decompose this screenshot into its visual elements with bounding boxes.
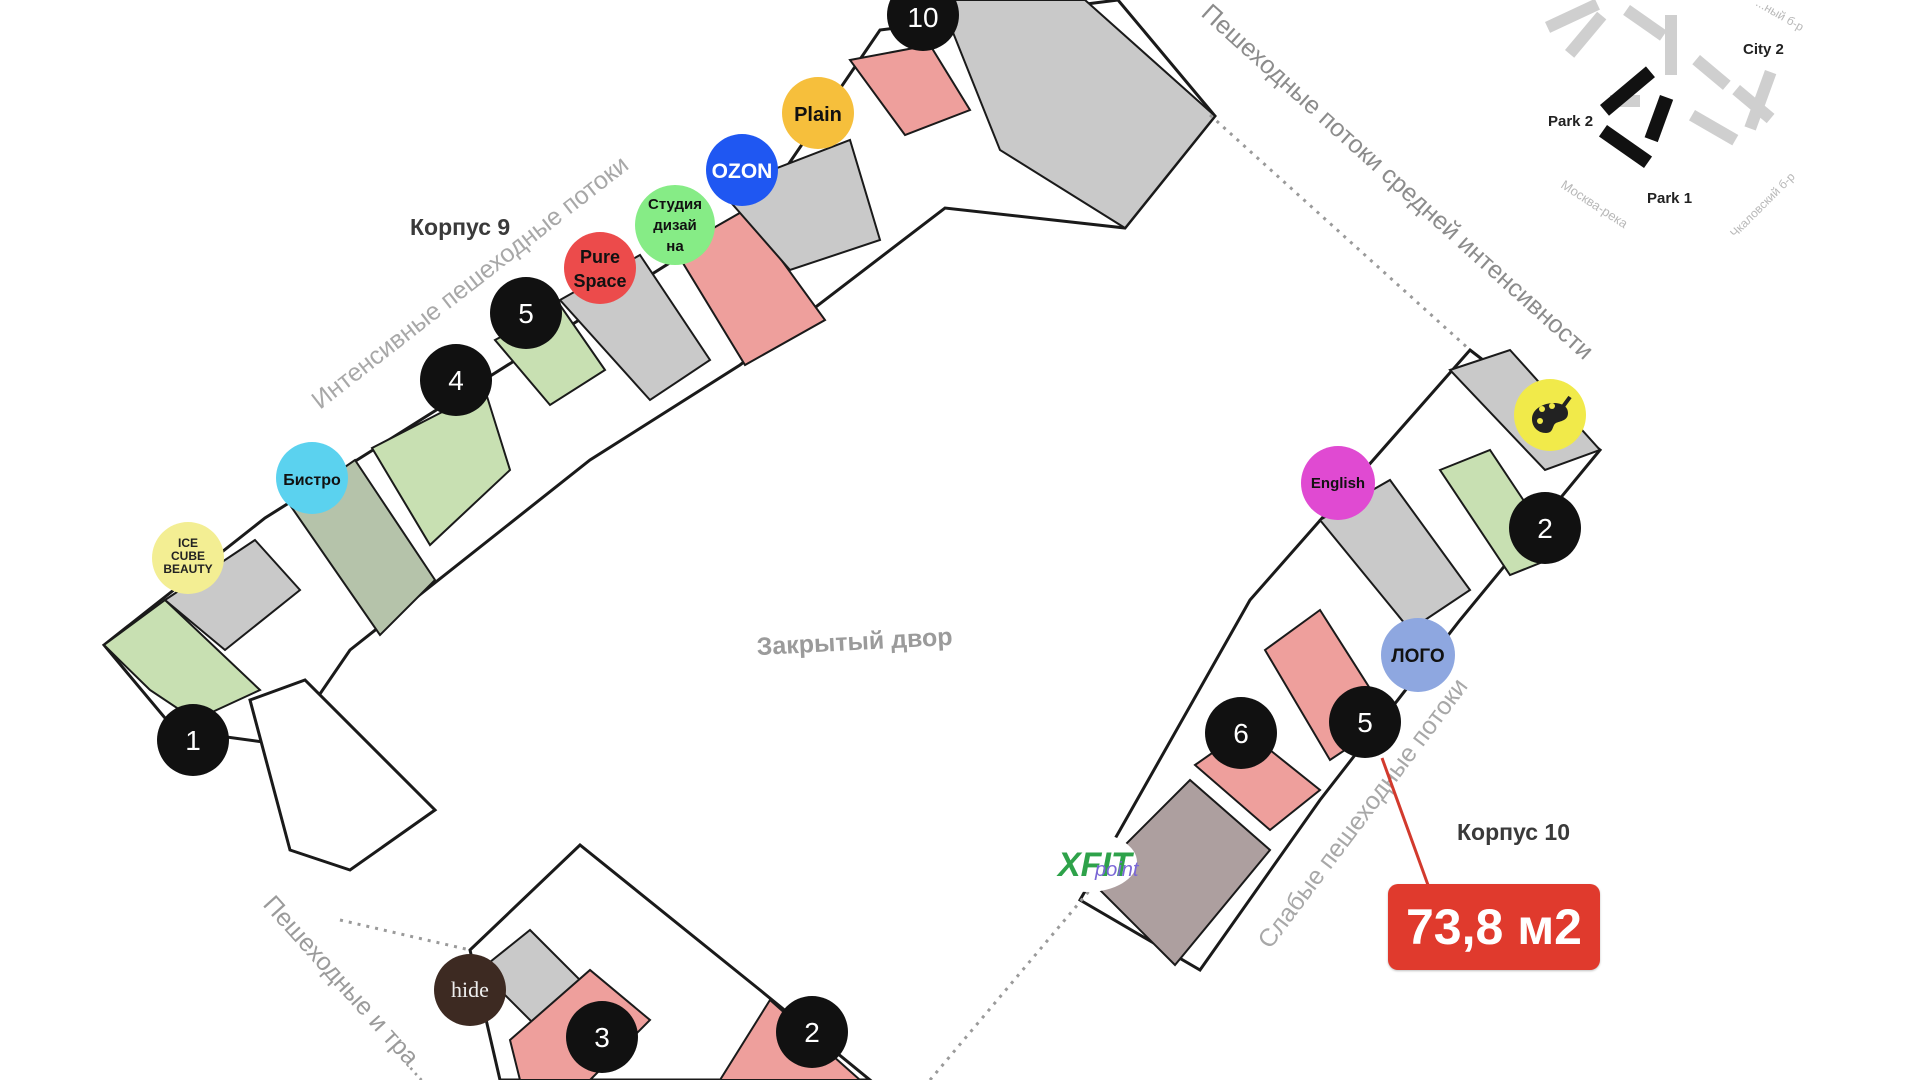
svg-text:XFIT: XFIT (1056, 846, 1135, 884)
svg-text:OZON: OZON (712, 160, 773, 183)
svg-text:Space: Space (573, 271, 626, 291)
svg-text:ЛОГО: ЛОГО (1391, 646, 1444, 667)
minimap-label-chkalovsky: Чкаловский б-р (1727, 169, 1798, 240)
svg-text:5: 5 (518, 298, 534, 329)
minimap-label-city2: City 2 (1743, 41, 1784, 58)
tenant-hide[interactable]: hide (434, 954, 506, 1026)
svg-text:5: 5 (1357, 707, 1373, 738)
tenant-logo[interactable]: ЛОГО (1381, 618, 1455, 692)
flow-medium-label: Пешеходные потоки средней интенсивности (1196, 0, 1599, 365)
courtyard-label: Закрытый двор (756, 623, 953, 661)
svg-text:6: 6 (1233, 718, 1249, 749)
unit-marker-2-bottom[interactable]: 2 (776, 996, 848, 1068)
svg-text:1: 1 (185, 725, 201, 756)
minimap: City 2 Park 2 Park 1 Москва-река Чкаловс… (1545, 0, 1807, 240)
svg-text:Студия: Студия (648, 196, 702, 213)
tenant-english[interactable]: English (1301, 446, 1375, 520)
svg-text:4: 4 (448, 365, 464, 396)
unit-marker-5-korpus9[interactable]: 5 (490, 277, 562, 349)
unit-grey-ice[interactable] (163, 538, 302, 652)
unit-available-studio[interactable] (673, 208, 827, 367)
tenant-pure-space[interactable]: Pure Space (564, 232, 636, 304)
unit-grey-10[interactable] (938, 0, 1217, 230)
flow-transport-label: Пешеходные и тра... (258, 890, 439, 1080)
tenant-xfit[interactable]: XFIT point (1037, 832, 1140, 892)
tenant-bistro[interactable]: Бистро (276, 442, 348, 514)
minimap-label-park2: Park 2 (1548, 113, 1593, 130)
svg-text:10: 10 (907, 2, 938, 33)
unit-green-1[interactable] (102, 598, 262, 722)
svg-text:point: point (1094, 859, 1140, 881)
unit-marker-3[interactable]: 3 (566, 1001, 638, 1073)
svg-text:2: 2 (804, 1017, 820, 1048)
minimap-label-park1: Park 1 (1647, 190, 1692, 207)
unit-xfit[interactable] (1088, 778, 1272, 967)
unit-marker-6[interactable]: 6 (1205, 697, 1277, 769)
tenant-plain[interactable]: Plain (782, 77, 854, 149)
unit-marker-10[interactable]: 10 (887, 0, 959, 51)
svg-text:на: на (666, 238, 684, 255)
minimap-label-river: Москва-река (1558, 177, 1631, 232)
svg-text:Pure: Pure (580, 247, 620, 267)
tenant-studio[interactable]: Студия дизай на (635, 185, 715, 265)
svg-text:CUBE: CUBE (171, 549, 205, 563)
svg-text:English: English (1311, 475, 1365, 492)
svg-text:Plain: Plain (794, 104, 842, 126)
palette-icon (1532, 395, 1572, 433)
unit-marker-4[interactable]: 4 (420, 344, 492, 416)
svg-text:2: 2 (1537, 513, 1553, 544)
unit-marker-2-korpus10[interactable]: 2 (1509, 492, 1581, 564)
unit-grey-ozon[interactable] (718, 138, 882, 272)
unit-marker-1[interactable]: 1 (157, 704, 229, 776)
korpus10-wing (1077, 347, 1603, 972)
callout-pointer (1380, 757, 1430, 886)
tenant-ice-cube[interactable]: ICE CUBE BEAUTY (152, 522, 224, 594)
unit-available-10[interactable] (848, 43, 972, 137)
unit-marker-5-korpus10[interactable]: 5 (1329, 686, 1401, 758)
korpus9-label: Корпус 9 (410, 214, 510, 240)
korpus9-wing (101, 0, 1217, 872)
korpus9-stub (248, 678, 438, 872)
svg-text:Бистро: Бистро (283, 472, 341, 489)
tenant-palette[interactable] (1514, 379, 1586, 451)
svg-text:3: 3 (594, 1022, 610, 1053)
svg-text:дизай: дизай (653, 217, 697, 234)
korpus10-label: Корпус 10 (1457, 819, 1570, 845)
minimap-label-boulevard: ...ный б-р (1754, 0, 1807, 34)
svg-text:ICE: ICE (178, 536, 198, 550)
tenant-ozon[interactable]: OZON (706, 134, 778, 206)
area-callout-badge[interactable]: 73,8 м2 (1388, 884, 1600, 970)
svg-text:BEAUTY: BEAUTY (163, 562, 212, 576)
svg-text:hide: hide (451, 977, 489, 1002)
